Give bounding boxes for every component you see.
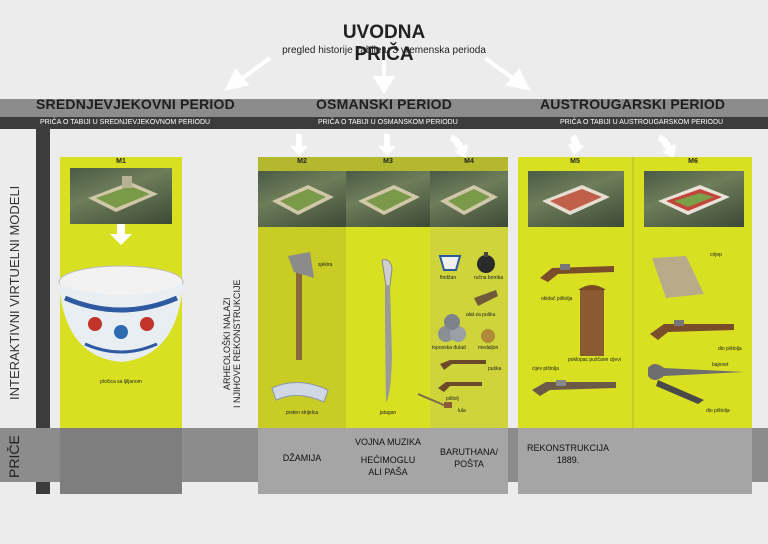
artifact-label: prsten strijelca (285, 410, 319, 416)
model-label-m6: M6 (688, 158, 698, 165)
story-austro (518, 428, 752, 494)
story-m1 (60, 428, 182, 494)
cannonballs-icon (438, 314, 466, 342)
period-subtitle-band (0, 117, 768, 129)
fortress-icon (272, 185, 334, 215)
story-m4-line2: POŠTA (454, 459, 484, 469)
model-arrows (290, 134, 676, 158)
artifact-label: ručna bomba (474, 275, 504, 281)
story-m2[interactable]: DŽAMIJA (282, 453, 322, 463)
pistol-icon (650, 320, 734, 340)
fortress-icon (542, 185, 610, 215)
ottoman-label-strip (258, 157, 508, 171)
period-subtitle-austro: PRIČA O TABIJI U AUSTROUGARSKOM PERIODU (560, 119, 724, 126)
model-thumb-m5[interactable] (528, 171, 624, 227)
artifact-label: crijep (710, 252, 722, 258)
story-ottoman (258, 428, 508, 494)
fortress-icon (440, 185, 498, 215)
artifact-label: pištolj (446, 396, 459, 402)
artifact-label: medaljon (478, 345, 499, 351)
pistol-icon (438, 382, 482, 392)
bomb-icon (477, 252, 495, 273)
model-label-m4: M4 (464, 158, 474, 165)
story-m5-line1: REKONSTRUKCIJA (526, 443, 609, 453)
page-subtitle: pregled historije Tabije u 3 vremenska p… (282, 45, 486, 56)
fortress-icon (358, 185, 420, 215)
story-m5-line2: 1889. (556, 455, 580, 465)
down-arrow-icon (110, 224, 132, 245)
story-m4-line1: BARUTHANA/ (439, 447, 498, 457)
cup-icon (438, 255, 462, 271)
period-title-ottoman: OSMANSKI PERIOD (316, 96, 453, 112)
axe-icon (288, 252, 314, 360)
bayonet-icon (648, 364, 744, 380)
left-divider (36, 129, 50, 494)
model-label-m2: M2 (297, 158, 307, 165)
artifact-label: findžan (440, 275, 457, 281)
roof-tile-icon (652, 256, 704, 298)
model-label-m1: M1 (116, 158, 126, 165)
pistol-part-icon (656, 380, 704, 404)
model-thumb-m6[interactable] (644, 171, 744, 227)
artifact-label: topovska đulad (432, 345, 466, 351)
period-title-medieval: SREDNJEVJEKOVNI PERIOD (36, 96, 235, 112)
artifact-label: alat za pušku (466, 312, 496, 318)
models-side-label: INTERAKTIVNI VIRTUELNI MODELI (7, 185, 22, 400)
ring-icon (271, 382, 329, 403)
artifact-label: okidač pištolja (541, 296, 573, 302)
finds-side-label: ARHEOLOŠKI NALAZI I NJIHOVE REKONSTRUKCI… (222, 279, 242, 408)
intro-arrows (224, 56, 531, 94)
artifact-label: dio pištolja (718, 346, 742, 352)
model-thumb-m4[interactable] (430, 171, 508, 227)
model-label-m3: M3 (383, 158, 393, 165)
artifact-label: cijev pištolja (532, 366, 559, 372)
story-m3[interactable]: VOJNA MUZIKA HEĆIMOGLU ALI PAŠA (346, 436, 430, 478)
period-subtitle-medieval: PRIČA O TABIJI U SREDNJEVJEKOVNOM PERIOD… (40, 119, 211, 126)
model-label-m5: M5 (570, 158, 580, 165)
artifact-label: pločica sa ljiljanom (100, 379, 142, 385)
story-m3-line2: HEĆIMOGLU (360, 455, 416, 465)
barrel-cover-icon (578, 285, 606, 356)
pistol-icon (540, 264, 614, 282)
pipe-icon (417, 393, 452, 408)
artifact-label: bajonet (712, 362, 729, 368)
artifact-label: puška (488, 366, 502, 372)
artifact-label: lula (458, 408, 466, 414)
artifact-label: poklopac puščane cijevi (568, 357, 621, 363)
model-thumb-m3[interactable] (346, 171, 430, 227)
finds-label-line2: I NJIHOVE REKONSTRUKCIJE (232, 279, 242, 408)
finds-label-line1: ARHEOLOŠKI NALAZI (222, 297, 232, 390)
arrow-head (224, 68, 250, 91)
fortress-icon (658, 185, 730, 215)
story-m5[interactable]: REKONSTRUKCIJA 1889. (518, 442, 618, 466)
model-thumb-m1[interactable] (70, 168, 172, 224)
artifact-label: sjekira (318, 262, 333, 268)
yatagan-icon (381, 259, 393, 402)
tool-icon (474, 290, 498, 306)
austro-divider (632, 157, 634, 428)
artifact-label: dio pištolja (706, 408, 730, 414)
model-thumb-m2[interactable] (258, 171, 346, 227)
period-header-band (0, 99, 768, 117)
artifact-label: jatagan (379, 410, 397, 416)
period-title-austro: AUSTROUGARSKI PERIOD (540, 96, 726, 112)
rifle-icon (440, 360, 486, 370)
fortress-icon (88, 176, 158, 212)
pistol-barrel-icon (532, 380, 616, 396)
story-m3-line1: VOJNA MUZIKA (354, 437, 421, 447)
stories-side-label: PRIČE (6, 435, 22, 478)
story-m4[interactable]: BARUTHANA/ POŠTA (430, 446, 508, 470)
story-m3-line3: ALI PAŠA (368, 467, 408, 477)
period-subtitle-ottoman: PRIČA O TABIJI U OSMANSKOM PERIODU (318, 119, 458, 126)
medallion-icon (481, 329, 495, 343)
page-title: UVODNA PRIČA (342, 22, 426, 65)
bowl-icon (58, 265, 184, 362)
